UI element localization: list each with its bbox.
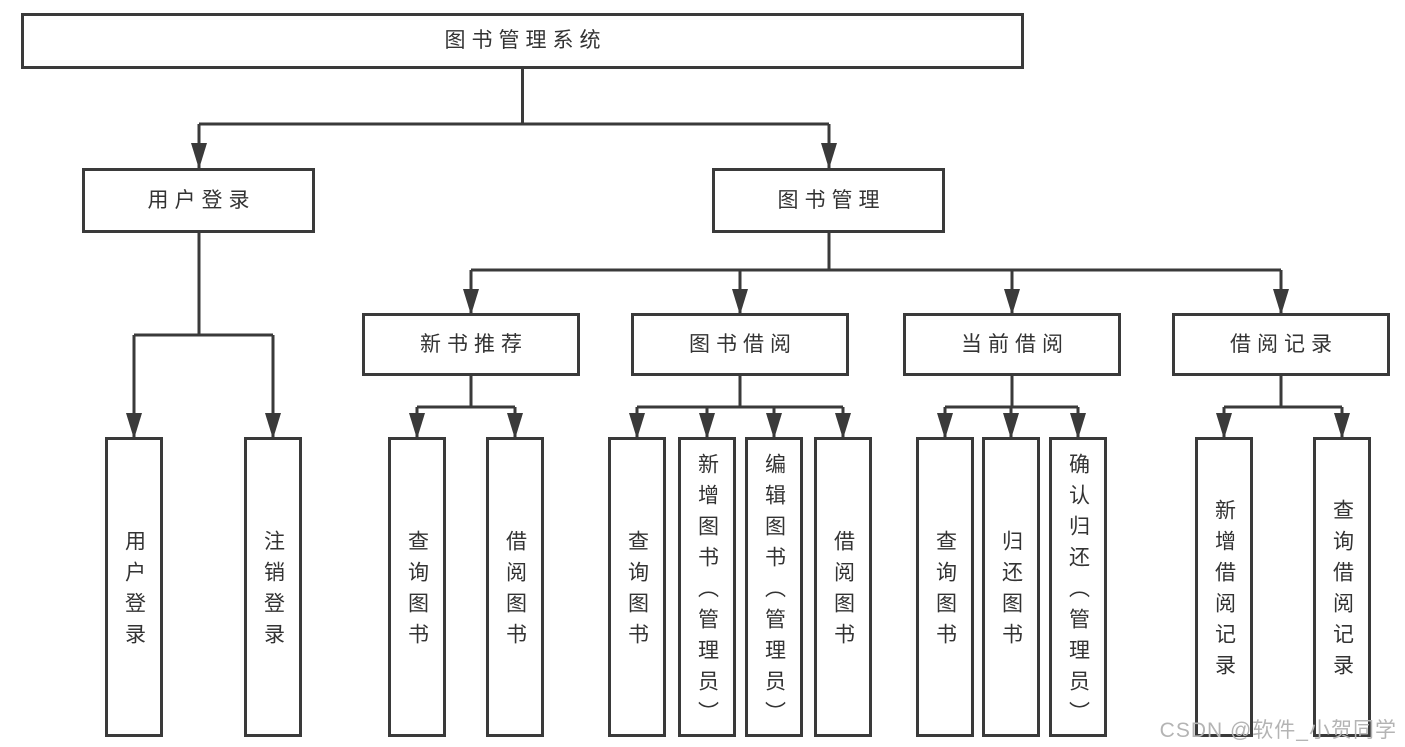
node-book-management: 图书管理 [712,168,945,233]
node-label: 编辑图书（管理员） [762,452,786,732]
leaf-query-books-recommend: 查询图书 [388,437,446,737]
node-label: 借阅图书 [831,530,855,654]
node-label: 查询借阅记录 [1330,499,1354,685]
node-label: 新增借阅记录 [1212,499,1236,685]
node-label: 归还图书 [999,530,1023,654]
leaf-add-books-admin: 新增图书（管理员） [678,437,736,737]
node-label: 新增图书（管理员） [695,452,719,732]
node-book-borrowing: 图书借阅 [631,313,849,376]
node-label: 新书推荐 [420,332,528,356]
leaf-query-books-borrow: 查询图书 [608,437,666,737]
node-label: 借阅记录 [1230,332,1338,356]
node-label: 图书管理 [777,188,886,212]
leaf-add-borrow-record: 新增借阅记录 [1195,437,1253,737]
node-label: 用户登录 [147,188,256,212]
node-current-borrowing: 当前借阅 [903,313,1121,376]
leaf-return-books: 归还图书 [982,437,1040,737]
leaf-confirm-return-admin: 确认归还（管理员） [1049,437,1107,737]
leaf-query-borrow-record: 查询借阅记录 [1313,437,1371,737]
node-new-book-recommendation: 新书推荐 [362,313,580,376]
leaf-borrow-books-recommend: 借阅图书 [486,437,544,737]
node-library-management-system: 图书管理系统 [21,13,1024,69]
leaf-borrow-books: 借阅图书 [814,437,872,737]
node-label: 查询图书 [933,530,957,654]
arrowhead-icons [126,143,1350,439]
node-borrowing-records: 借阅记录 [1172,313,1390,376]
node-label: 图书借阅 [689,332,797,356]
node-label: 查询图书 [405,530,429,654]
node-label: 借阅图书 [503,530,527,654]
node-label: 查询图书 [625,530,649,654]
node-label: 确认归还（管理员） [1066,452,1090,732]
node-label: 用户登录 [122,530,146,654]
node-label: 注销登录 [261,530,285,654]
csdn-watermark: CSDN @软件_小贺同学 [1159,719,1397,742]
node-user-login: 用户登录 [82,168,315,233]
node-label: 当前借阅 [961,332,1069,356]
leaf-logout: 注销登录 [244,437,302,737]
leaf-user-login: 用户登录 [105,437,163,737]
leaf-edit-books-admin: 编辑图书（管理员） [745,437,803,737]
node-label: 图书管理系统 [444,29,607,53]
leaf-query-books-current: 查询图书 [916,437,974,737]
